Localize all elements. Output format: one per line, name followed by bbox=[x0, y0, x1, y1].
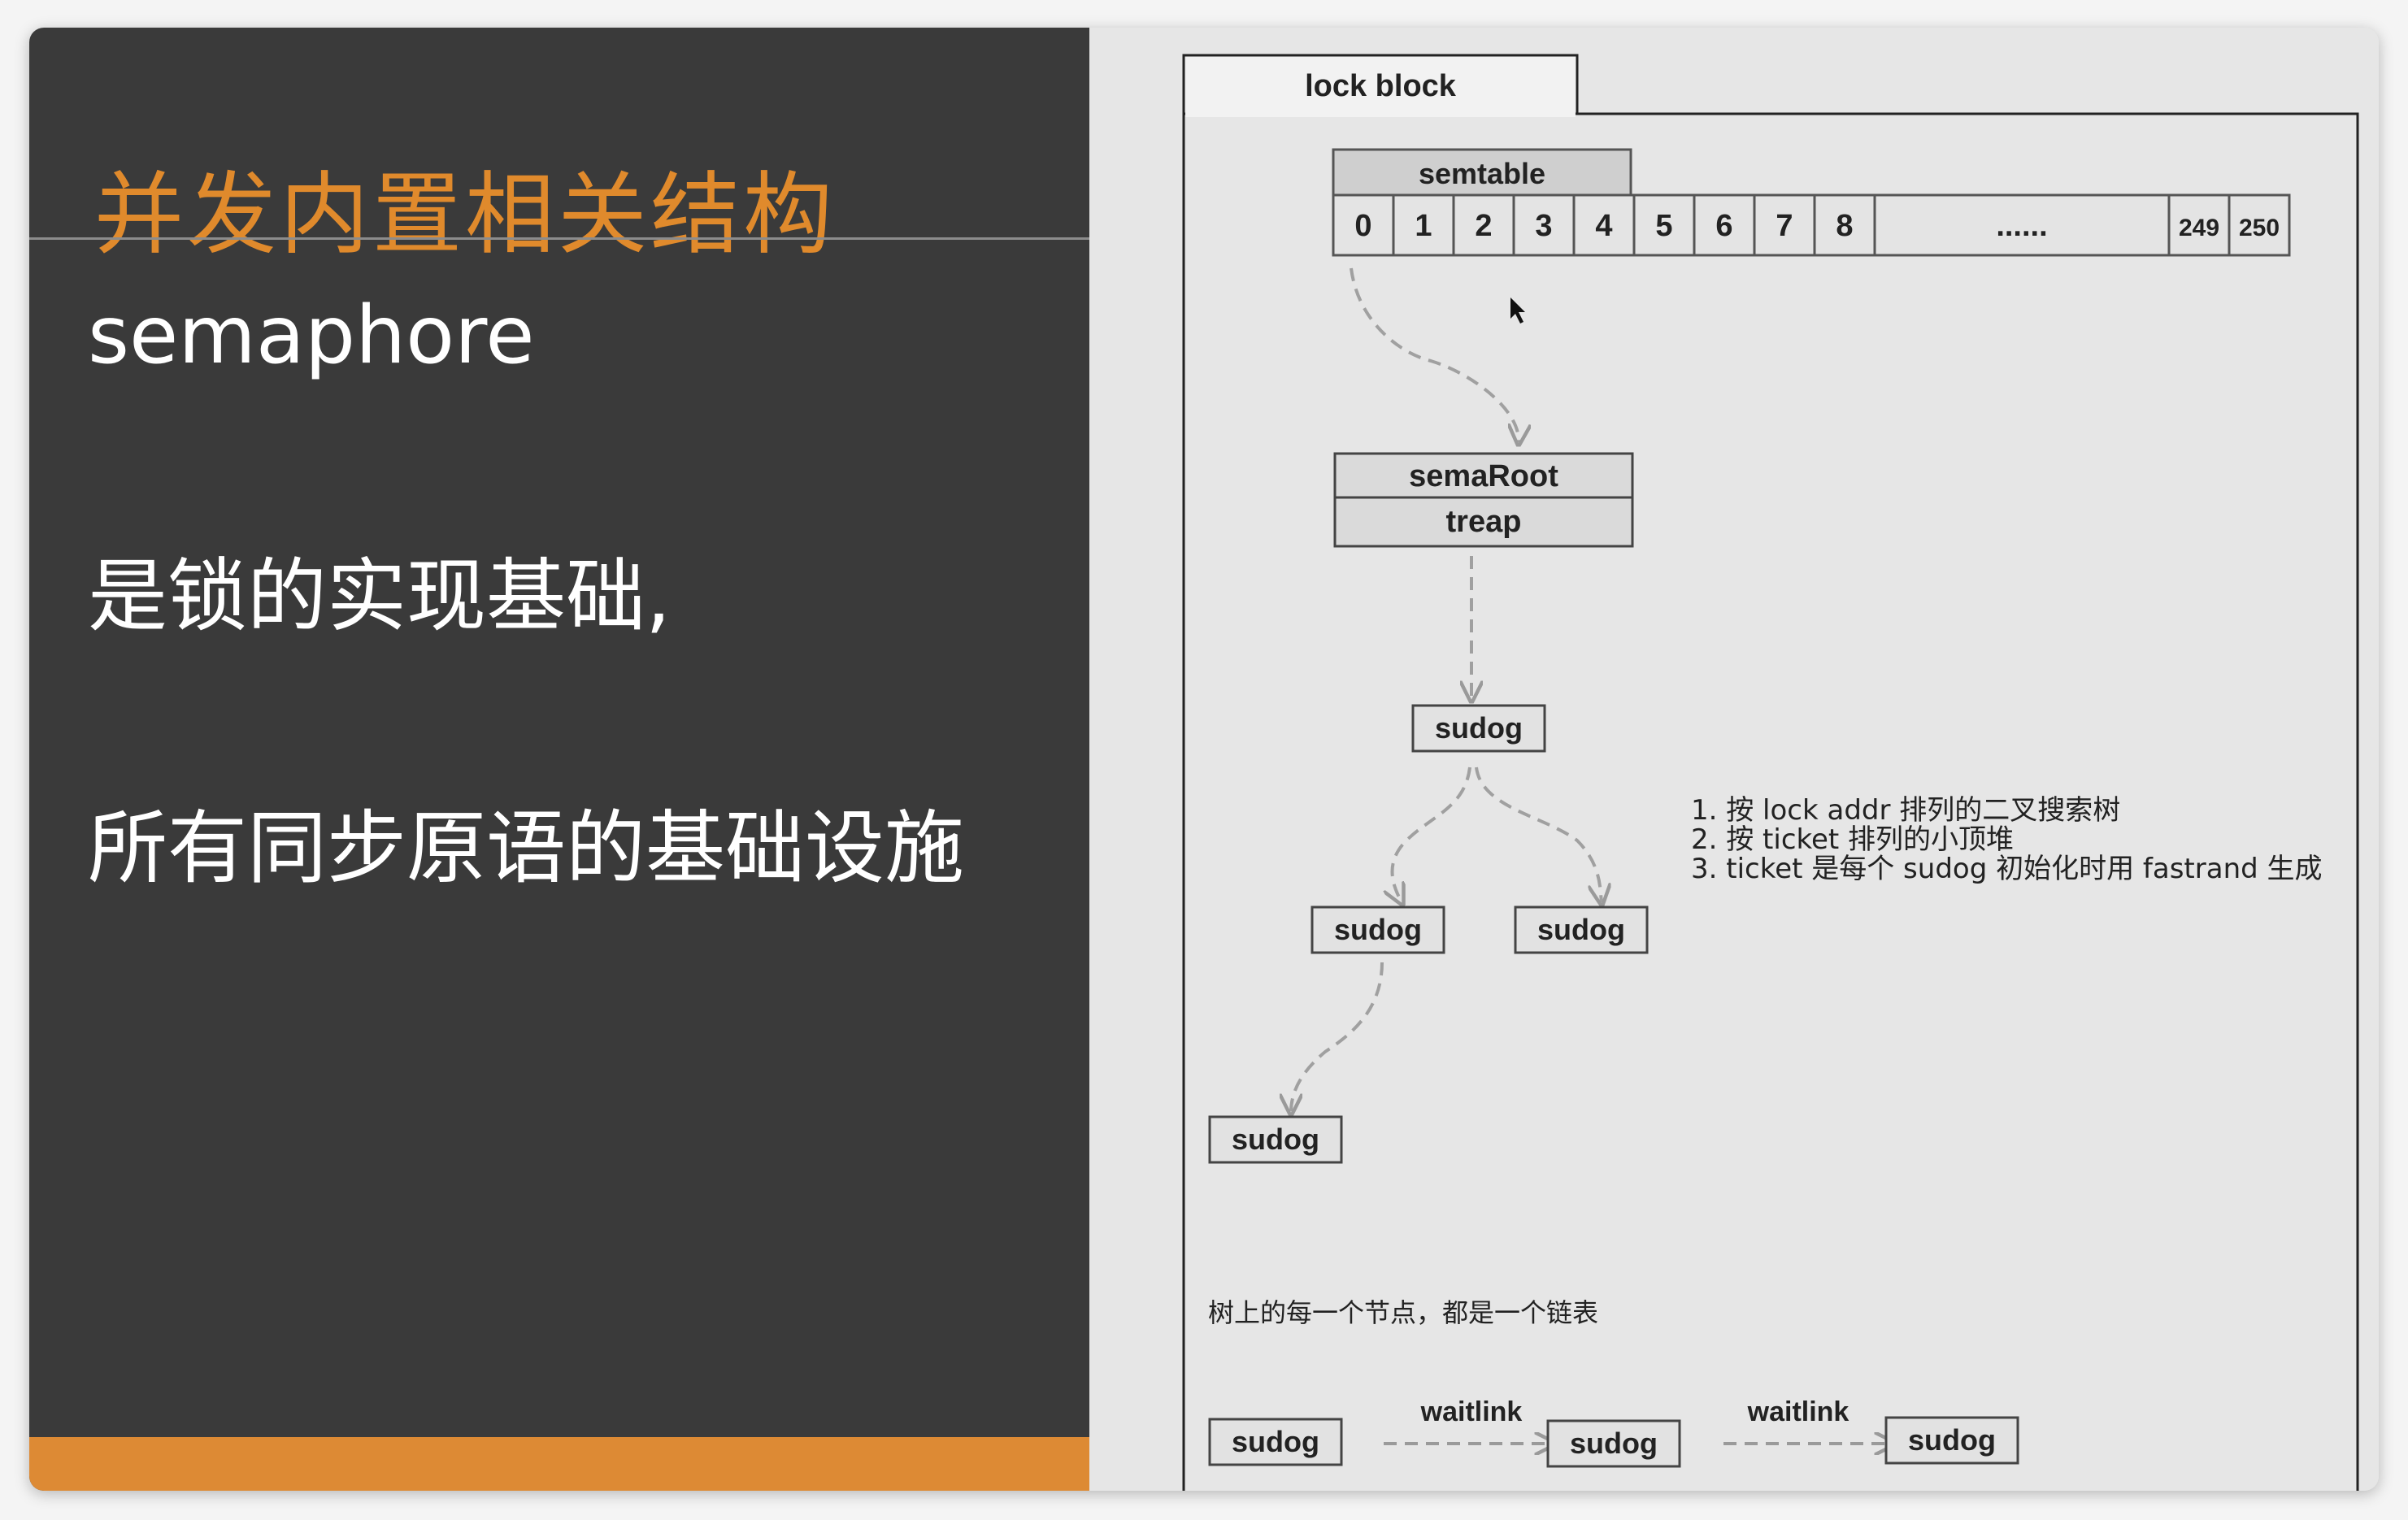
chain-sudog-3-label: sudog bbox=[1908, 1423, 1996, 1457]
waitlink-label-2: waitlink bbox=[1747, 1396, 1849, 1427]
tab-join bbox=[1185, 109, 1576, 117]
semtable-cell bbox=[2228, 193, 2291, 257]
semtable-title: semtable bbox=[1419, 157, 1545, 190]
root-to-right-arrow bbox=[1475, 767, 1602, 902]
sudog-right bbox=[1514, 905, 1649, 954]
sudog-right-label: sudog bbox=[1537, 913, 1625, 946]
semaroot-subtitle: treap bbox=[1446, 505, 1522, 539]
sudog-root bbox=[1411, 704, 1546, 753]
note-3: 3. ticket 是每个 sudog 初始化时用 fastrand 生成 bbox=[1691, 853, 2323, 885]
semaroot-title: semaRoot bbox=[1409, 459, 1558, 493]
chain-sudog-2-label: sudog bbox=[1570, 1427, 1658, 1460]
slide-title: 并发内置相关结构 bbox=[94, 163, 836, 267]
chain-sudog-1-label: sudog bbox=[1232, 1425, 1319, 1458]
semtable-cell bbox=[1813, 193, 1876, 257]
sudog-left bbox=[1310, 905, 1445, 954]
semtable-cell-label: 2 bbox=[1475, 209, 1492, 243]
semtable-cell-label: 8 bbox=[1836, 209, 1853, 243]
semtable-cell bbox=[1693, 193, 1756, 257]
semtable-to-semaroot-arrow bbox=[1350, 267, 1519, 442]
slide-line-1: 是锁的实现基础, bbox=[88, 550, 672, 643]
slide-line-2: 所有同步原语的基础设施 bbox=[88, 802, 965, 895]
lock-block-label: lock block bbox=[1305, 69, 1457, 103]
semtable-cell bbox=[1332, 193, 1395, 257]
lock-block-frame bbox=[1182, 112, 2359, 1491]
semtable-cell bbox=[1753, 193, 1816, 257]
semtable-cell-label: 7 bbox=[1776, 209, 1793, 243]
sudog-root-label: sudog bbox=[1435, 711, 1523, 745]
sudog-left-label: sudog bbox=[1334, 913, 1422, 946]
slide-bottom-bar bbox=[29, 1437, 1089, 1491]
semtable-cell-label: 249 bbox=[2179, 215, 2219, 241]
left-to-leftleft-arrow bbox=[1291, 962, 1384, 1112]
list-caption: 树上的每一个节点，都是一个链表 bbox=[1208, 1297, 1598, 1328]
semtable-cell-label: 3 bbox=[1535, 209, 1552, 243]
mouse-cursor-icon bbox=[1510, 297, 1525, 324]
root-to-left-arrow bbox=[1393, 767, 1471, 902]
title-divider bbox=[29, 237, 1089, 240]
note-1: 1. 按 lock addr 排列的二叉搜索树 bbox=[1691, 794, 2120, 827]
semtable-cell-label: ...... bbox=[1996, 209, 2047, 243]
sudog-leftleft bbox=[1208, 1115, 1343, 1164]
slide-panel: 并发内置相关结构 semaphore 是锁的实现基础, 所有同步原语的基础设施 bbox=[29, 28, 1089, 1491]
slide-subtitle: semaphore bbox=[88, 289, 535, 382]
semtable-cell-label: 6 bbox=[1715, 209, 1732, 243]
semtable-cell-label: 1 bbox=[1415, 209, 1432, 243]
note-2: 2. 按 ticket 排列的小顶堆 bbox=[1691, 823, 2014, 856]
semaroot-box bbox=[1333, 452, 1634, 548]
chain-sudog-1 bbox=[1208, 1418, 1343, 1466]
chain-sudog-3 bbox=[1884, 1416, 2019, 1465]
semtable-cell-label: 5 bbox=[1655, 209, 1672, 243]
semtable-cells: 0 1 2 3 4 5 6 7 8...... 249 250 bbox=[1332, 193, 2291, 257]
chain-sudog-2 bbox=[1546, 1419, 1681, 1468]
semtable-cell-label: 0 bbox=[1354, 209, 1371, 243]
screen-frame: 并发内置相关结构 semaphore 是锁的实现基础, 所有同步原语的基础设施 … bbox=[29, 28, 2379, 1491]
semtable-cell-label: 250 bbox=[2239, 215, 2280, 241]
diagram-panel: lock block semtable 0 1 2 3 4 5 6 7 8...... 249 25… bbox=[1089, 28, 2379, 1491]
sudog-leftleft-label: sudog bbox=[1232, 1123, 1319, 1156]
semtable-header bbox=[1332, 148, 1632, 197]
semtable-cell-label: 4 bbox=[1595, 209, 1612, 243]
waitlink-label-1: waitlink bbox=[1420, 1396, 1523, 1427]
lock-block-diagram: lock block semtable 0 1 2 3 4 5 6 7 8...... 249 25… bbox=[1182, 54, 2359, 1491]
